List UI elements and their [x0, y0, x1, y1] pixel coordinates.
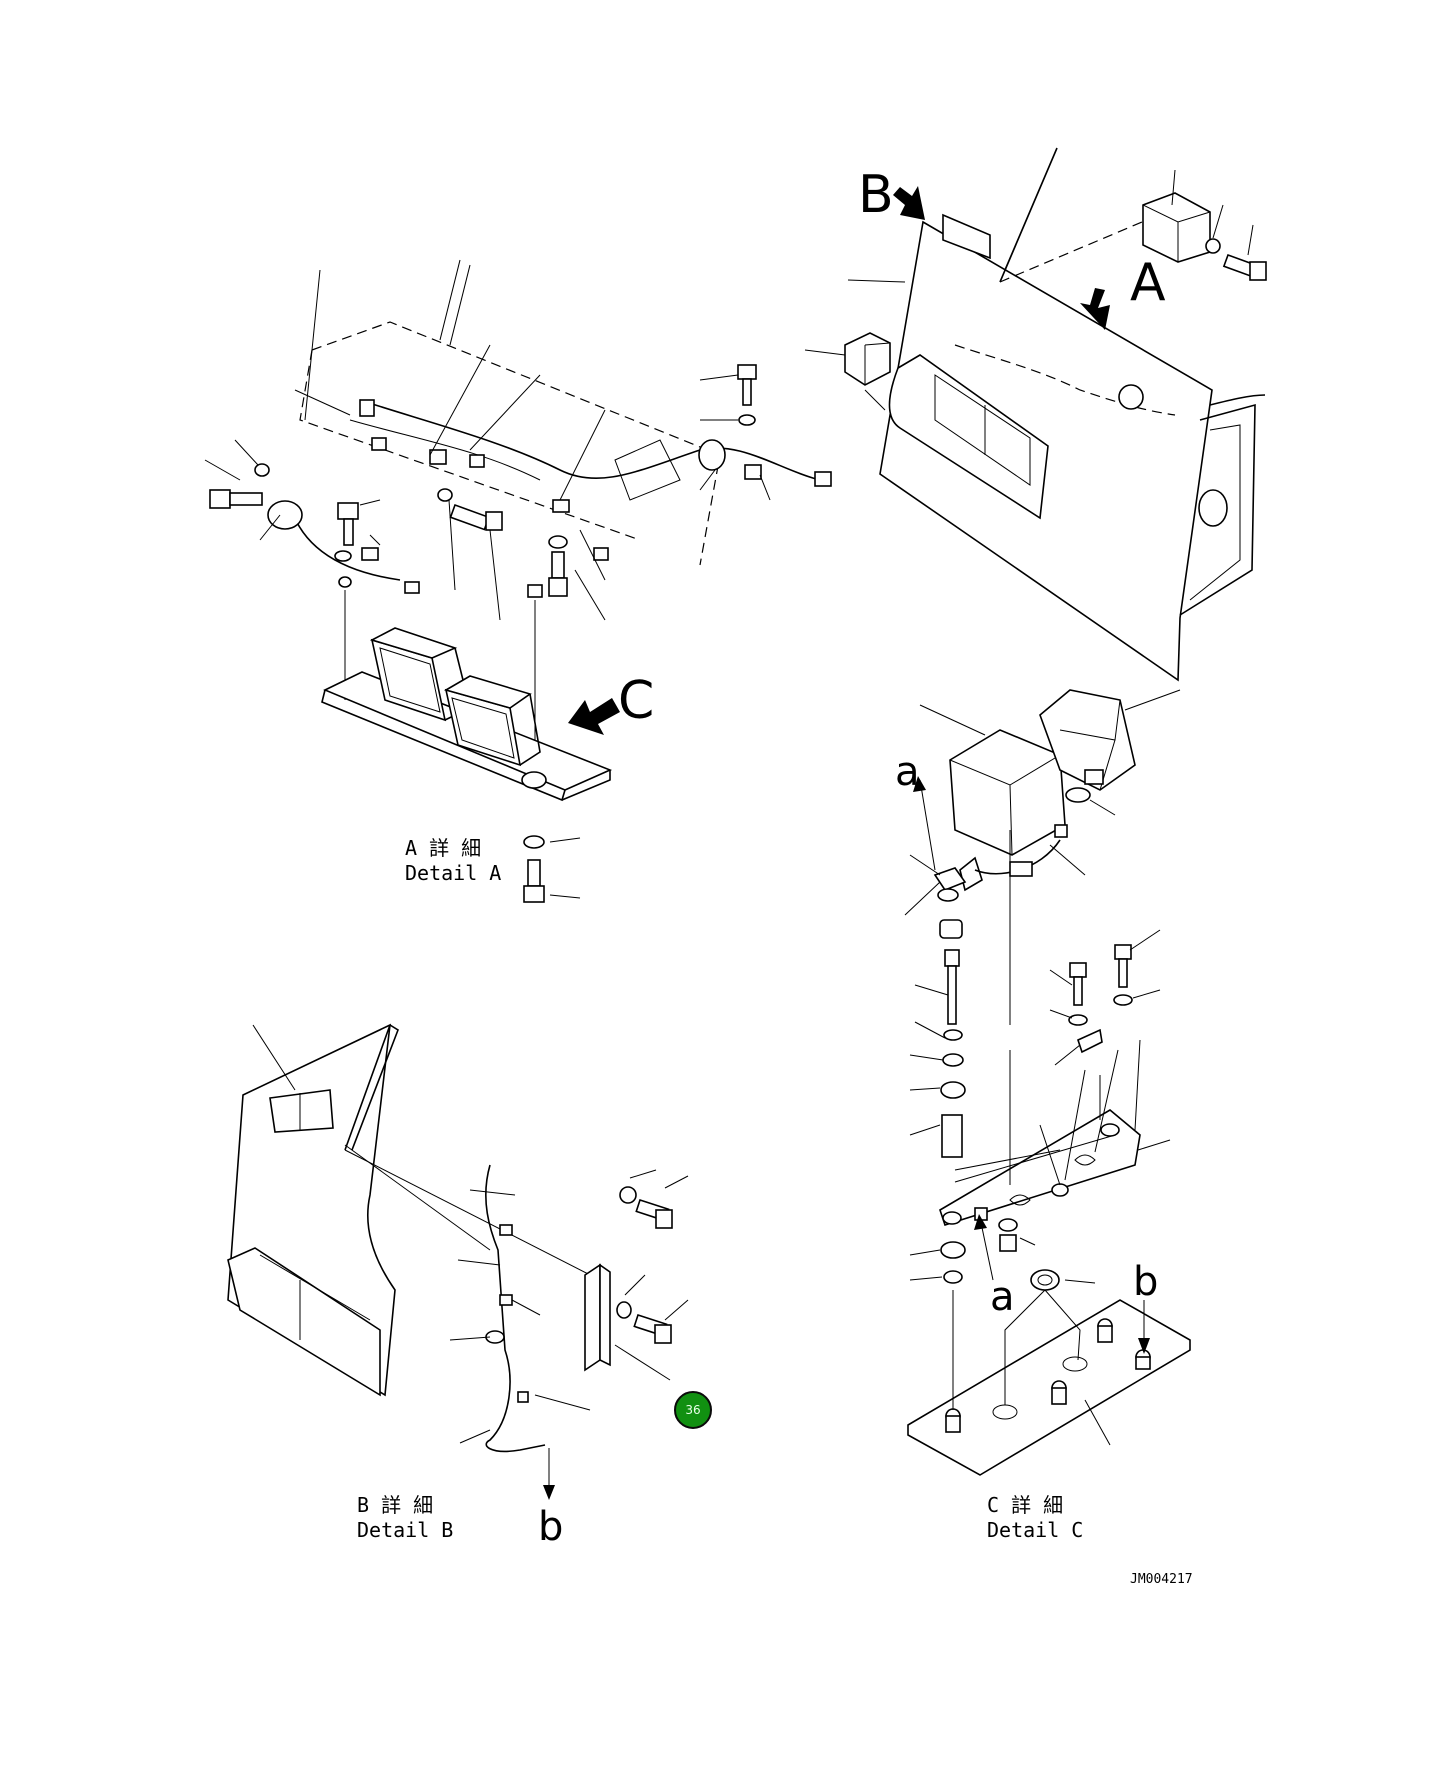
callout-a: A: [1130, 253, 1166, 313]
callout-small-a-bottom: a: [990, 1274, 1015, 1320]
detail-b-view: b B 詳 細 Detail B: [227, 1023, 689, 1550]
detail-a-title-jp: A 詳 細: [405, 836, 481, 860]
callout-small-a-top: a: [895, 749, 920, 795]
marker-label: 36: [685, 1403, 701, 1417]
bolt-center: [449, 503, 503, 531]
page-number-marker[interactable]: 36: [674, 1391, 712, 1429]
bolt-left: [209, 489, 263, 509]
arrow-a-pointer: [1080, 288, 1110, 330]
detail-c-view: a a b C 詳 細 Detail C: [895, 689, 1191, 1542]
main-assembly-view: B A: [804, 147, 1267, 682]
detail-c-title-jp: C 詳 細: [987, 1493, 1063, 1517]
lamp-left: [369, 627, 471, 722]
callout-c: C: [618, 671, 654, 731]
detail-a-view: C A 詳 細 Detail A: [204, 259, 832, 903]
arrow-c-pointer: [568, 698, 620, 735]
detail-c-title-en: Detail C: [987, 1518, 1083, 1542]
detail-b-title-jp: B 詳 細: [357, 1493, 433, 1517]
detail-a-title-en: Detail A: [405, 861, 501, 885]
callout-small-b-right: b: [1133, 1259, 1158, 1305]
arrow-b-pointer: [893, 186, 925, 220]
callout-b: B: [858, 165, 894, 225]
drawing-code: JM004217: [1130, 1572, 1193, 1587]
lamp-right: [443, 675, 541, 767]
callout-small-b-bottom: b: [538, 1504, 563, 1550]
detail-b-title-en: Detail B: [357, 1518, 453, 1542]
